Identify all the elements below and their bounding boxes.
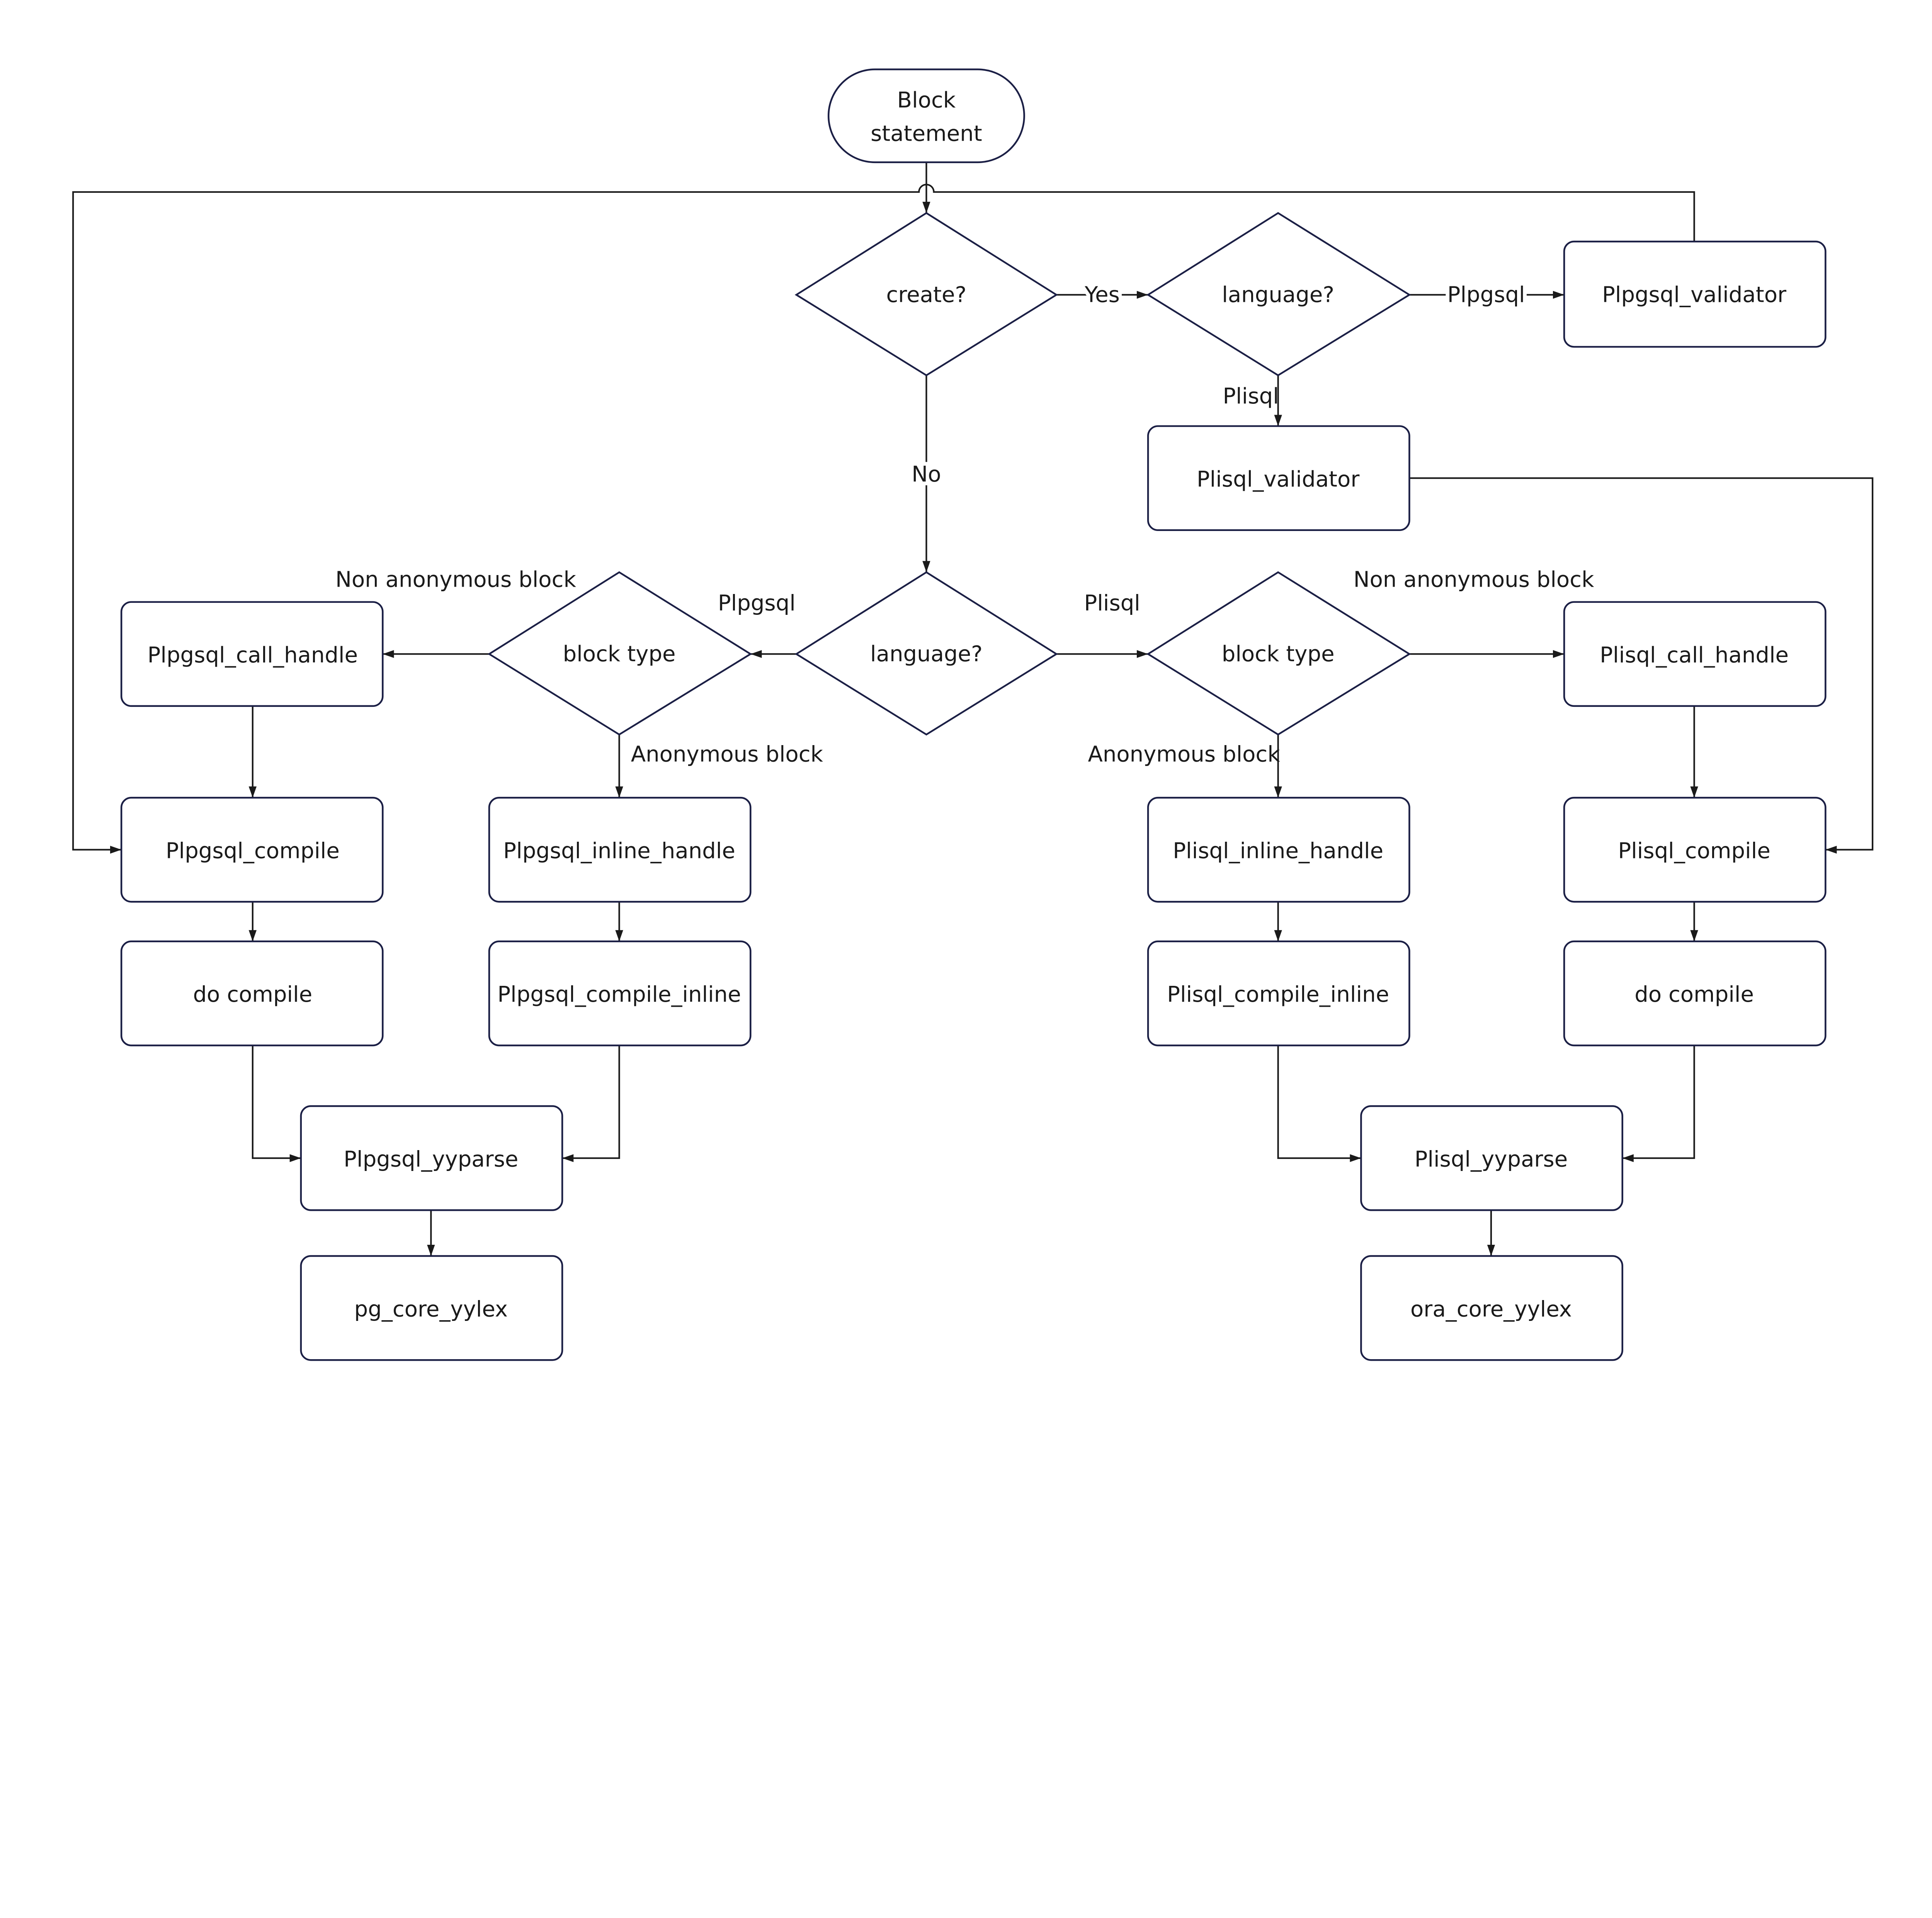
diagram-canvas: Block statement create? language? langua… [72, 68, 1874, 1361]
node-ora-core-yylex: ora_core_yylex [1360, 1255, 1623, 1361]
node-plisql-compile: Plisql_compile [1563, 796, 1827, 903]
decision-language-mid: language? [794, 571, 1058, 736]
node-label: Plpgsql_inline_handle [503, 838, 735, 863]
node-label: ora_core_yylex [1410, 1297, 1572, 1322]
node-label: Plisql_call_handle [1600, 643, 1789, 668]
edge-do-yyparse-right [1622, 1045, 1695, 1162]
node-do-compile-left: do compile [120, 940, 384, 1047]
node-label: Plpgsql_compile_inline [497, 982, 741, 1007]
edge-validator-loop [72, 184, 1695, 854]
edge-do-yyparse-left [252, 1045, 301, 1162]
process-nodes: Plpgsql_validator Plisql_validator Plpgs… [120, 240, 1827, 1361]
decision-language-top: language? [1146, 212, 1411, 376]
start-label-line2: statement [871, 121, 982, 146]
node-plpgsql-compile-inline: Plpgsql_compile_inline [488, 940, 752, 1047]
node-pg-core-yylex: pg_core_yylex [300, 1255, 563, 1361]
node-label: Plisql_compile_inline [1167, 982, 1389, 1007]
decision-label: block type [1222, 642, 1335, 667]
node-label: Plpgsql_call_handle [148, 643, 358, 668]
label-right-non-anon: Non anonymous block [1354, 567, 1594, 592]
decision-label: block type [563, 642, 676, 667]
node-plisql-yyparse: Plisql_yyparse [1360, 1105, 1623, 1211]
node-label: Plisql_inline_handle [1173, 838, 1383, 863]
decision-label: language? [1222, 282, 1334, 307]
node-do-compile-right: do compile [1563, 940, 1827, 1047]
decision-create: create? [794, 212, 1058, 376]
decision-label: language? [870, 642, 983, 667]
label-top-plpgsql: Plpgsql [1447, 282, 1525, 307]
decision-label: create? [886, 282, 967, 307]
label-mid-plpgsql: Plpgsql [718, 591, 796, 616]
node-plisql-call-handle: Plisql_call_handle [1563, 601, 1827, 707]
node-plpgsql-compile: Plpgsql_compile [120, 796, 384, 903]
start-label-line1: Block [897, 88, 956, 113]
label-mid-plisql: Plisql [1084, 591, 1140, 616]
node-plisql-inline-handle: Plisql_inline_handle [1147, 796, 1410, 903]
start-node: Block statement [827, 68, 1025, 163]
label-top-plisql: Plisql [1223, 384, 1279, 409]
flowchart: Block statement create? language? langua… [72, 68, 1874, 1361]
node-label: pg_core_yylex [354, 1297, 508, 1322]
node-plpgsql-inline-handle: Plpgsql_inline_handle [488, 796, 752, 903]
node-label: Plpgsql_validator [1602, 282, 1787, 307]
decision-block-type-right: block type [1146, 571, 1411, 736]
node-label: Plisql_compile [1618, 838, 1770, 863]
node-label: do compile [1634, 982, 1754, 1007]
node-label: Plisql_yyparse [1415, 1147, 1568, 1172]
label-right-anon: Anonymous block [1088, 742, 1280, 767]
node-label: Plpgsql_compile [166, 838, 340, 863]
node-label: Plisql_validator [1197, 467, 1360, 492]
node-plpgsql-call-handle: Plpgsql_call_handle [120, 601, 384, 707]
edge-inline-yyparse-left [562, 1045, 620, 1162]
node-plisql-validator: Plisql_validator [1147, 425, 1410, 531]
label-left-anon: Anonymous block [631, 742, 823, 767]
label-yes: Yes [1084, 282, 1120, 307]
node-plpgsql-validator: Plpgsql_validator [1563, 240, 1827, 348]
edge-inline-yyparse-right [1277, 1045, 1361, 1162]
label-no: No [912, 462, 941, 487]
node-label: do compile [193, 982, 312, 1007]
label-left-non-anon: Non anonymous block [335, 567, 576, 592]
decision-block-type-left: block type [487, 571, 752, 736]
edges [72, 162, 1874, 1256]
edge-plisql-validator-compile [1409, 477, 1874, 854]
edge-labels: Yes Plpgsql Plisql No Plpgsql Plisql Non… [335, 279, 1594, 767]
node-plpgsql-yyparse: Plpgsql_yyparse [300, 1105, 563, 1211]
node-label: Plpgsql_yyparse [344, 1147, 518, 1172]
node-plisql-compile-inline: Plisql_compile_inline [1147, 940, 1410, 1047]
